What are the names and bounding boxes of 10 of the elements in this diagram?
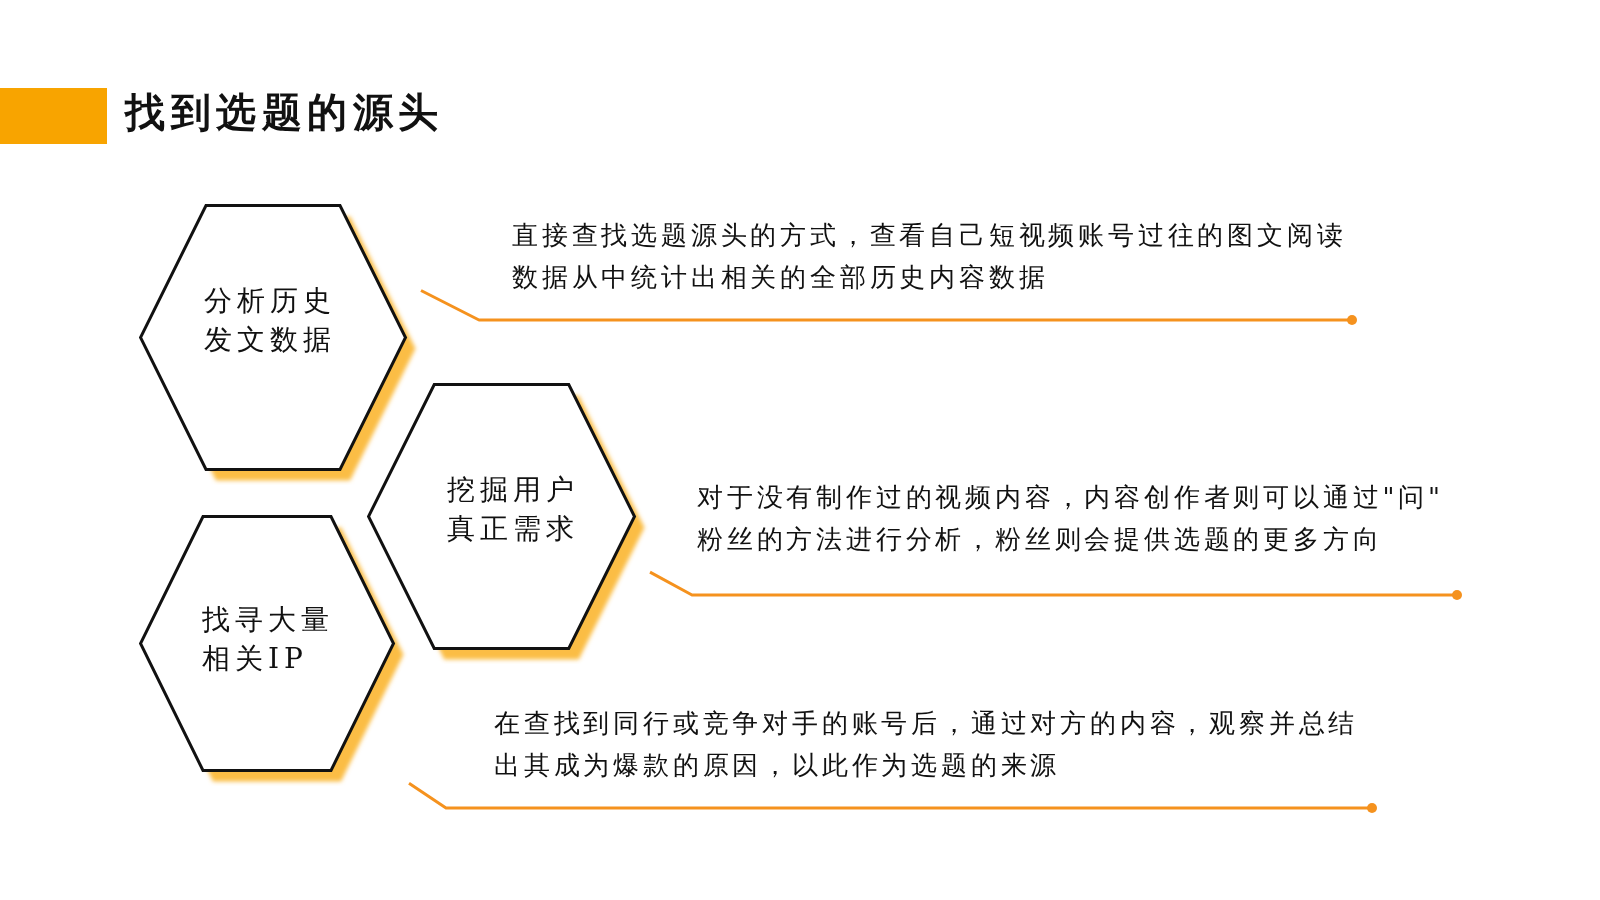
hexagon-label: 找寻大量相关IP (202, 602, 335, 677)
leader-line (649, 570, 1462, 600)
leader-line (420, 289, 1357, 325)
hexagon-label: 挖掘用户真正需求 (447, 472, 580, 547)
title: 找到选题的源头 (125, 87, 444, 137)
hexagon-label: 分析历史发文数据 (204, 283, 337, 358)
description-text: 直接查找选题源头的方式，查看自己短视频账号过往的图文阅读数据从中统计出相关的全部历史内容数据 (512, 219, 1348, 294)
leader-line (408, 782, 1377, 813)
description-text: 在查找到同行或竞争对手的账号后，通过对方的内容，观察并总结出其成为爆款的原因，以此作为选题的来源 (494, 707, 1360, 782)
description-text: 对于没有制作过的视频内容，内容创作者则可以通过"问"粉丝的方法进行分析，粉丝则会提供选题的更多方向 (697, 481, 1445, 556)
